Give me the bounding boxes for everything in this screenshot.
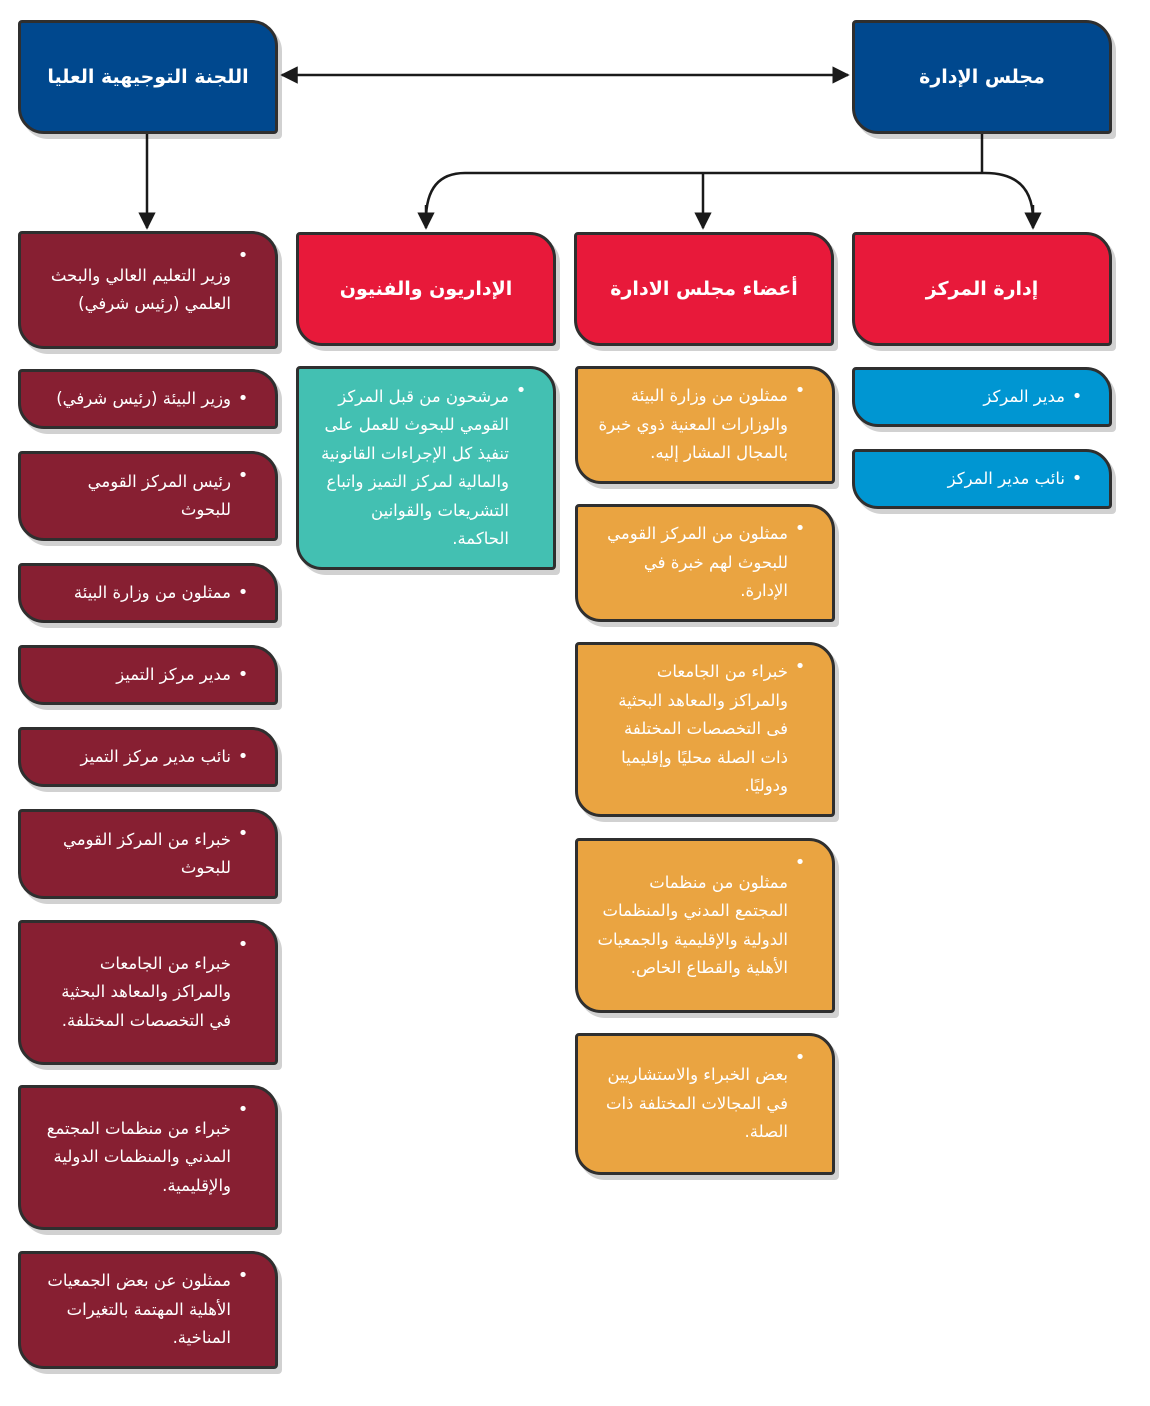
board-members-item: • ممثلون من المركز القومي للبحوث لهم خبر… [575, 504, 835, 622]
branch-line [424, 171, 1035, 221]
bullet-icon: • [237, 387, 249, 409]
admin-technical-title: الإداريون والفنيون [339, 278, 513, 300]
steering-member-item: • نائب مدير مركز التميز [18, 727, 278, 787]
bullet-icon: • [237, 934, 249, 955]
steering-member-item: • خبراء من منظمات المجتمع المدني والمنظم… [18, 1085, 278, 1230]
bullet-icon: • [1071, 467, 1083, 489]
steering-member-item: • ممثلون عن بعض الجمعيات الأهلية المهتمة… [18, 1251, 278, 1369]
board-members-item: • بعض الخبراء والاستشاريين في المجالات ا… [575, 1033, 835, 1175]
board-members-header: أعضاء مجلس الادارة [574, 232, 834, 346]
bullet-icon: • [515, 380, 527, 401]
board-members-item: • ممثلون من وزارة البيئة والوزارات المعن… [575, 366, 835, 484]
bullet-icon: • [237, 745, 249, 767]
bullet-icon: • [794, 852, 806, 873]
board-members-item: • ممثلون من منظمات المجتمع المدني والمنظ… [575, 838, 835, 1013]
steering-member-item: • خبراء من المركز القومي للبحوث [18, 809, 278, 899]
steering-committee-box: اللجنة التوجيهية العليا [18, 20, 278, 134]
steering-member-item: • مدير مركز التميز [18, 645, 278, 705]
center-management-item: • مدير المركز [852, 367, 1112, 427]
steering-member-item: • خبراء من الجامعات والمراكز والمعاهد ال… [18, 920, 278, 1065]
bullet-icon: • [237, 663, 249, 685]
steering-member-item: • وزير البيئة (رئيس شرفي) [18, 369, 278, 429]
admin-technical-header: الإداريون والفنيون [296, 232, 556, 346]
bullet-icon: • [237, 823, 249, 844]
bullet-icon: • [237, 245, 249, 266]
board-members-item: • خبراء من الجامعات والمراكز والمعاهد ال… [575, 642, 835, 817]
center-management-title: إدارة المركز [925, 278, 1039, 300]
bullet-icon: • [237, 1099, 249, 1120]
steering-member-item: • ممثلون من وزارة البيئة [18, 563, 278, 623]
bullet-icon: • [237, 581, 249, 603]
bullet-icon: • [794, 380, 806, 401]
board-members-title: أعضاء مجلس الادارة [610, 278, 798, 300]
bullet-icon: • [1071, 385, 1083, 407]
bullet-icon: • [237, 1265, 249, 1286]
center-management-header: إدارة المركز [852, 232, 1112, 346]
bullet-icon: • [794, 518, 806, 539]
bullet-icon: • [794, 656, 806, 677]
board-box: مجلس الإدارة [852, 20, 1112, 134]
board-title: مجلس الإدارة [919, 66, 1045, 88]
admin-technical-item: • مرشحون من قبل المركز القومي للبحوث للع… [296, 366, 556, 570]
steering-member-item: • وزير التعليم العالي والبحث العلمي (رئي… [18, 231, 278, 349]
steering-committee-title: اللجنة التوجيهية العليا [47, 66, 249, 88]
center-management-item: • نائب مدير المركز [852, 449, 1112, 509]
bullet-icon: • [237, 465, 249, 486]
steering-member-item: • رئيس المركز القومي للبحوث [18, 451, 278, 541]
bullet-icon: • [794, 1047, 806, 1068]
